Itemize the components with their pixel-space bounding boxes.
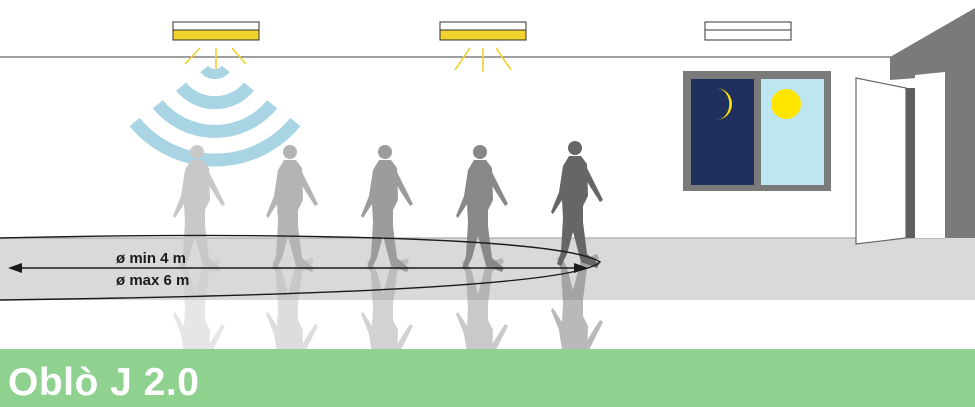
range-max-label: ø max 6 m bbox=[116, 272, 189, 289]
lamp-3 bbox=[705, 22, 791, 40]
right-wall-edge bbox=[915, 72, 945, 238]
door-jamb bbox=[906, 88, 915, 238]
detection-waves bbox=[135, 69, 296, 160]
lamp-1 bbox=[173, 22, 259, 70]
product-title: Oblò J 2.0 bbox=[8, 359, 199, 407]
sun-icon bbox=[771, 89, 801, 119]
lamp-2 bbox=[440, 22, 526, 72]
range-min-label: ø min 4 m bbox=[116, 250, 186, 267]
door-leaf bbox=[856, 78, 906, 244]
window-night-pane bbox=[691, 79, 754, 185]
